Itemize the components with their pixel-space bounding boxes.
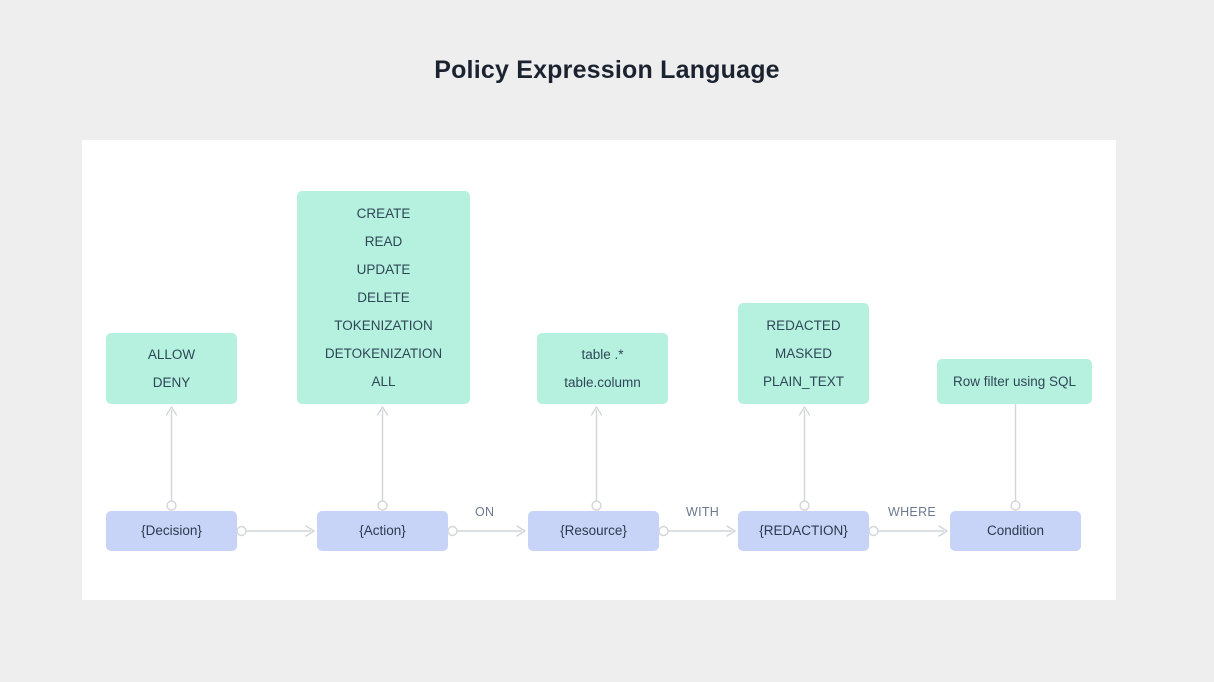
connector-resource-to-redaction xyxy=(658,525,736,537)
slot-label: {Decision} xyxy=(141,523,202,538)
slot-label: Condition xyxy=(986,523,1045,538)
enum-box-action: CREATE READ UPDATE DELETE TOKENIZATION D… xyxy=(297,191,470,404)
enum-option: Row filter using SQL xyxy=(952,373,1077,389)
connector-action-to-resource xyxy=(447,525,526,537)
connector-resource-vertical xyxy=(590,406,603,511)
enum-option: REDACTED xyxy=(766,317,841,333)
enum-box-condition: Row filter using SQL xyxy=(937,359,1092,404)
enum-box-redaction: REDACTED MASKED PLAIN_TEXT xyxy=(738,303,869,404)
slot-label: {Resource} xyxy=(560,523,627,538)
enum-box-decision: ALLOW DENY xyxy=(106,333,237,404)
enum-option: table.column xyxy=(564,374,641,390)
edge-label-with: WITH xyxy=(686,505,720,519)
enum-option: DETOKENIZATION xyxy=(324,345,443,361)
slot-label: {Action} xyxy=(359,523,406,538)
connector-redaction-to-condition xyxy=(868,525,948,537)
enum-option: DENY xyxy=(152,374,191,390)
enum-option: table .* xyxy=(581,346,624,362)
slot-box-decision[interactable]: {Decision} xyxy=(106,511,237,551)
page-title: Policy Expression Language xyxy=(434,56,780,84)
enum-option: READ xyxy=(364,233,403,249)
enum-option: CREATE xyxy=(356,205,411,221)
connector-decision-vertical xyxy=(165,406,178,511)
enum-option: DELETE xyxy=(357,289,410,305)
enum-option: ALL xyxy=(371,373,396,389)
diagram-canvas: ALLOW DENY CREATE READ UPDATE DELETE TOK… xyxy=(82,140,1116,600)
enum-option: ALLOW xyxy=(147,346,196,362)
edge-label-on: ON xyxy=(475,505,495,519)
enum-option: TOKENIZATION xyxy=(334,317,433,333)
enum-option: MASKED xyxy=(774,345,832,361)
connector-action-vertical xyxy=(376,406,389,511)
enum-box-resource: table .* table.column xyxy=(537,333,668,404)
connector-decision-to-action xyxy=(236,525,315,537)
slot-box-redaction[interactable]: {REDACTION} xyxy=(738,511,869,551)
connector-redaction-vertical xyxy=(798,406,811,511)
slot-box-action[interactable]: {Action} xyxy=(317,511,448,551)
enum-option: UPDATE xyxy=(356,261,411,277)
slot-box-resource[interactable]: {Resource} xyxy=(528,511,659,551)
enum-option: PLAIN_TEXT xyxy=(762,373,845,389)
slot-box-condition[interactable]: Condition xyxy=(950,511,1081,551)
slot-label: {REDACTION} xyxy=(759,523,848,538)
edge-label-where: WHERE xyxy=(888,505,937,519)
